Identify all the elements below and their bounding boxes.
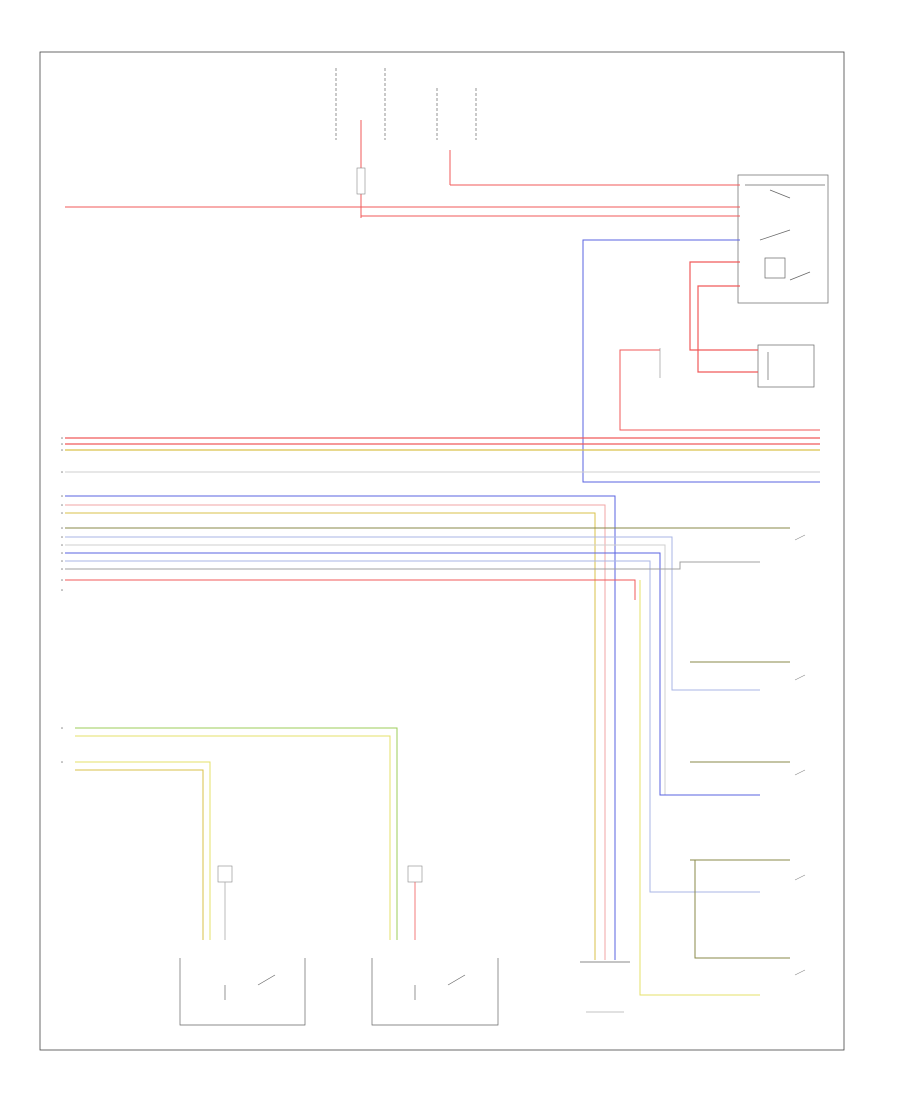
bus-red-b <box>65 579 636 600</box>
bus-blue-b <box>65 552 760 796</box>
bus-gray-b <box>65 561 760 570</box>
bus-pink-a <box>65 504 606 960</box>
bus-olive-a <box>65 512 596 960</box>
top-fuse-block-1 <box>335 68 386 218</box>
wire-yellow-rear-left <box>75 761 211 940</box>
rear-right-switch <box>371 958 499 1026</box>
bus-lightblue <box>65 536 760 691</box>
sensor-stubs <box>794 534 806 976</box>
bus-blue-a <box>65 495 616 960</box>
bus-yellow-b <box>639 580 760 996</box>
relay-mid-right <box>757 344 815 388</box>
top-fuse-block-2 <box>436 88 477 185</box>
wire-blue-riser <box>582 239 820 483</box>
relay-top-right <box>737 174 829 304</box>
left-wire-ticks <box>61 437 63 763</box>
ground-connector <box>580 961 630 1013</box>
rear-left-switch <box>179 958 306 1026</box>
bus-lightblue-b <box>65 560 760 893</box>
wire-green-rear-right <box>75 727 398 940</box>
bus-gray-a <box>65 544 760 796</box>
diagram-frame <box>39 51 845 1051</box>
